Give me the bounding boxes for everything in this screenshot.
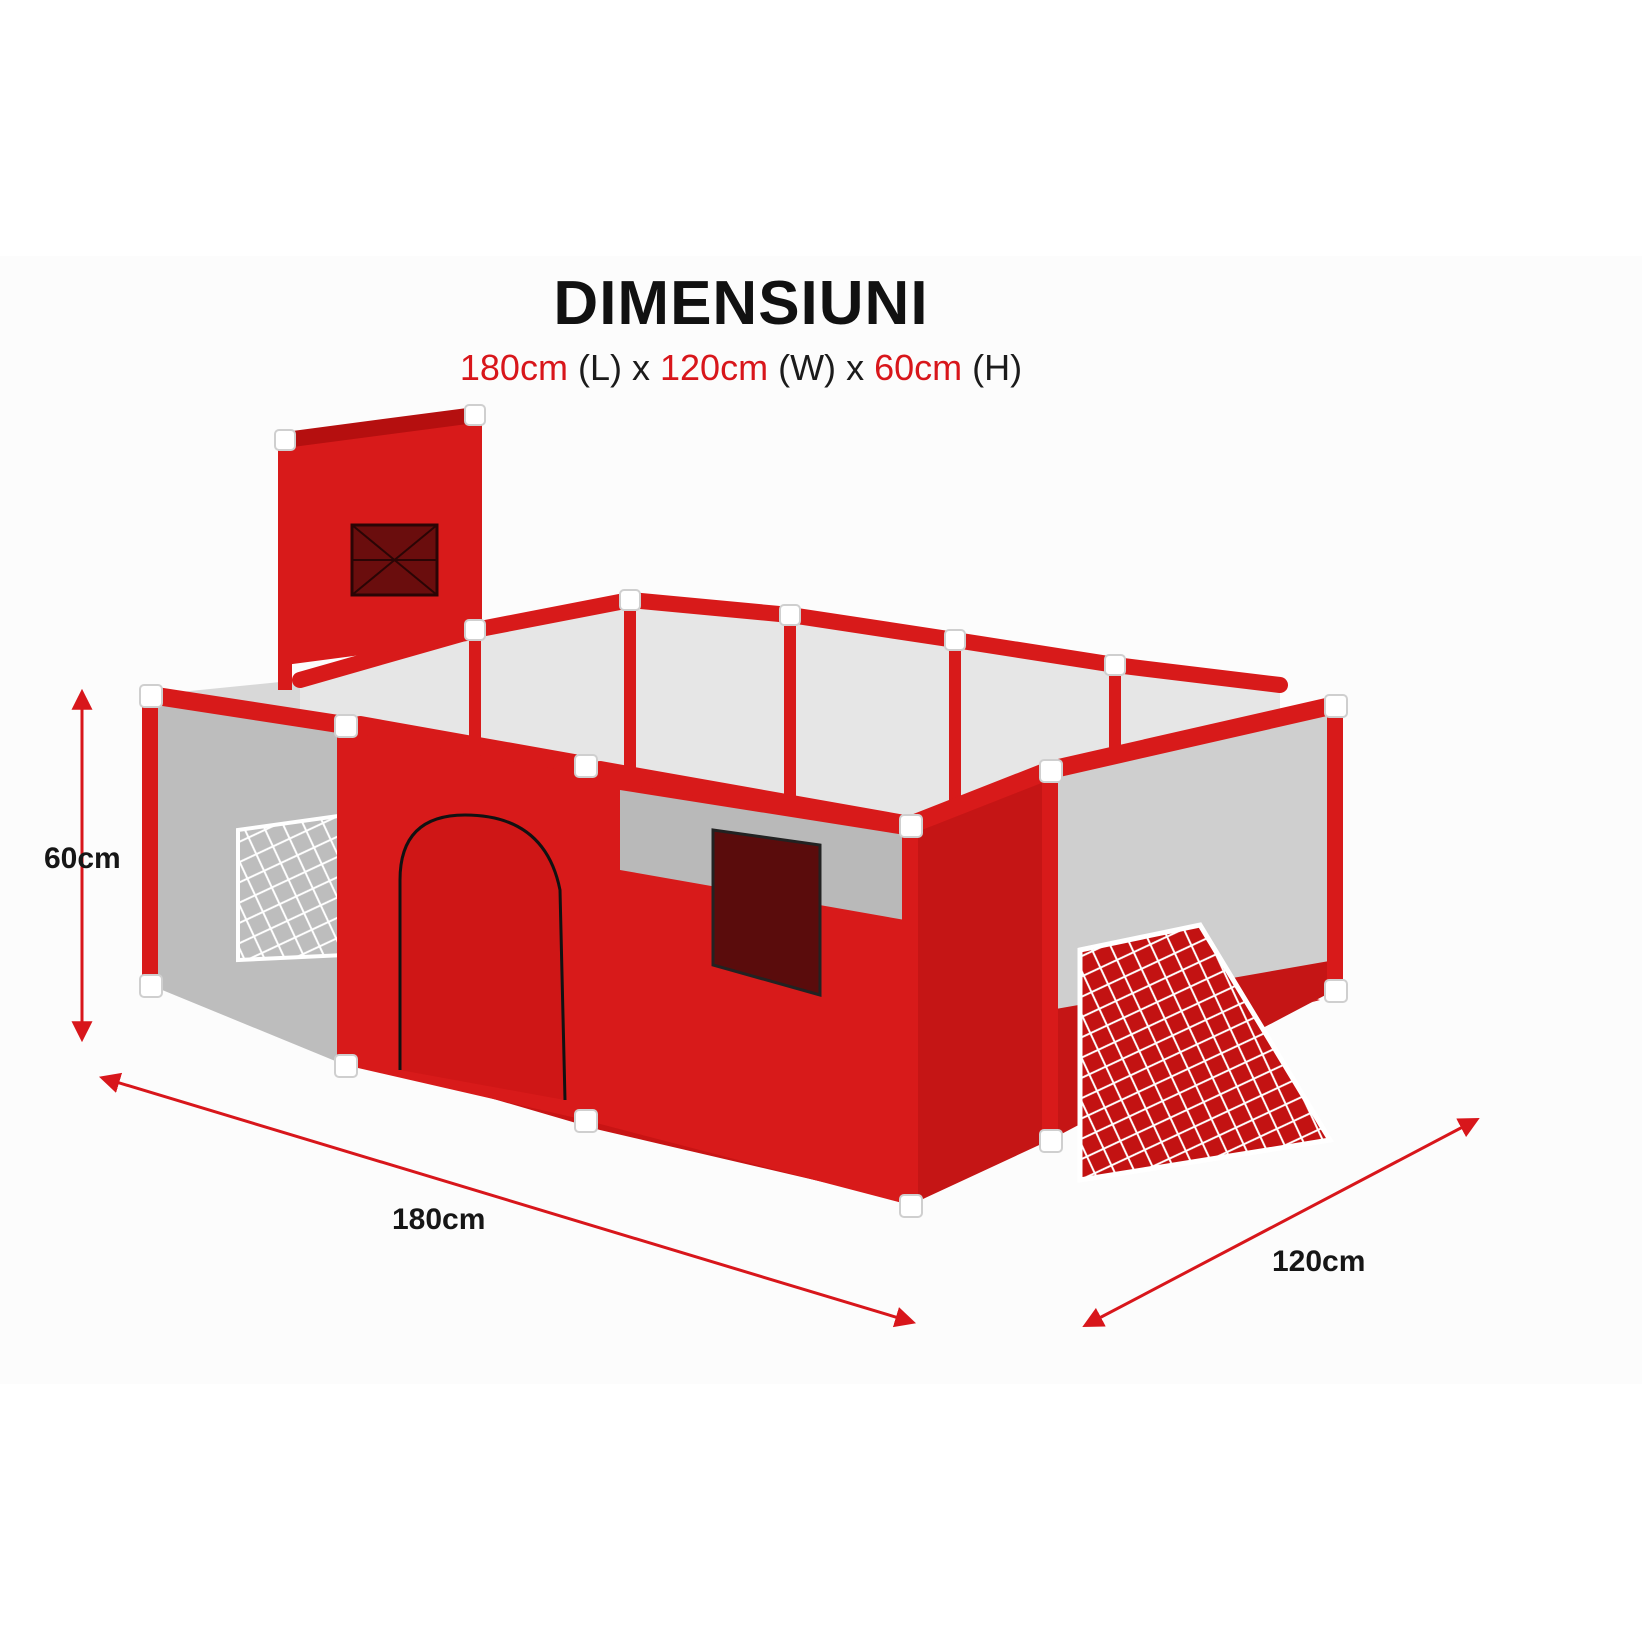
front-mesh-panel: [585, 765, 910, 1205]
page-title: DIMENSIUNI: [553, 269, 929, 338]
width-tag: (W): [778, 347, 837, 388]
width-arrow: [1082, 1118, 1480, 1327]
height-tag: (H): [972, 347, 1023, 388]
connectors: [139, 404, 1348, 1218]
height-label: 60cm: [44, 842, 121, 875]
width-label: 120cm: [1272, 1245, 1366, 1278]
dimensions-summary: 180cm (L) x 120cm (W) x 60cm (H): [0, 347, 1482, 389]
height-value: 60cm: [874, 347, 963, 388]
length-label: 180cm: [392, 1203, 486, 1236]
length-tag: (L): [577, 347, 622, 388]
basketball-backboard: [277, 407, 483, 690]
separator: x: [631, 347, 650, 388]
left-goal: [236, 812, 347, 963]
length-arrow: [98, 1072, 917, 1328]
separator: x: [846, 347, 865, 388]
front-posts: [142, 695, 1343, 1205]
right-goal: [1077, 922, 1335, 1183]
width-value: 120cm: [660, 347, 769, 388]
front-door-panel: [345, 725, 585, 1120]
length-value: 180cm: [459, 347, 568, 388]
